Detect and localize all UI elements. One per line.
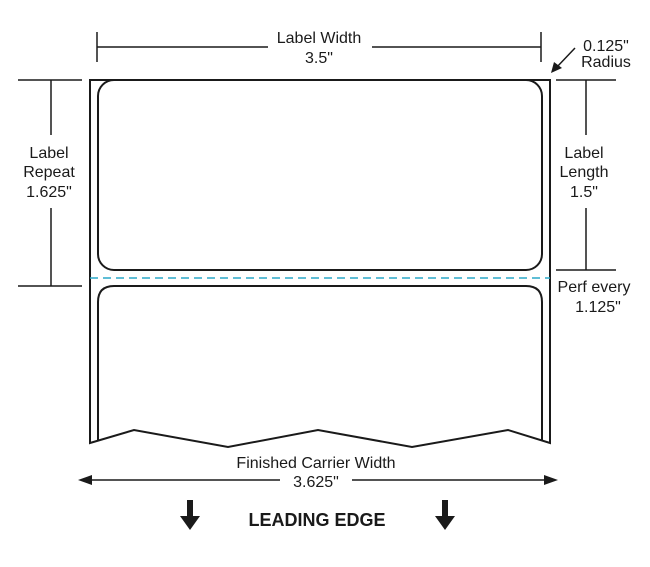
label-width-title: Label Width <box>277 30 362 47</box>
label-length-value: 1.5" <box>570 184 598 201</box>
top-label <box>97 79 543 271</box>
leading-edge-indicator: LEADING EDGE <box>180 500 455 530</box>
label-width-value: 3.5" <box>305 50 333 67</box>
down-arrow-icon <box>180 500 200 530</box>
carrier-liner <box>89 79 551 449</box>
carrier-width-dimension: Finished Carrier Width 3.625" <box>78 455 558 491</box>
label-length-line2: Length <box>560 164 609 181</box>
perf-line1: Perf every <box>558 279 631 296</box>
label-width-dimension: Label Width 3.5" <box>96 30 542 67</box>
radius-callout: 0.125" Radius <box>551 38 631 73</box>
bottom-label <box>97 285 543 440</box>
down-arrow-icon <box>435 500 455 530</box>
perf-value: 1.125" <box>575 299 621 316</box>
label-length-line1: Label <box>564 145 603 162</box>
label-repeat-dimension: Label Repeat 1.625" <box>18 79 82 287</box>
perf-note: Perf every 1.125" <box>558 279 631 316</box>
leading-edge-label: LEADING EDGE <box>248 510 385 530</box>
radius-label: Radius <box>581 54 631 71</box>
carrier-width-title: Finished Carrier Width <box>236 455 395 472</box>
label-repeat-value: 1.625" <box>26 184 72 201</box>
label-repeat-line1: Label <box>29 145 68 162</box>
radius-value: 0.125" <box>583 38 629 55</box>
label-repeat-line2: Repeat <box>23 164 75 181</box>
carrier-width-value: 3.625" <box>293 474 339 491</box>
label-length-dimension: Label Length 1.5" <box>556 79 616 271</box>
